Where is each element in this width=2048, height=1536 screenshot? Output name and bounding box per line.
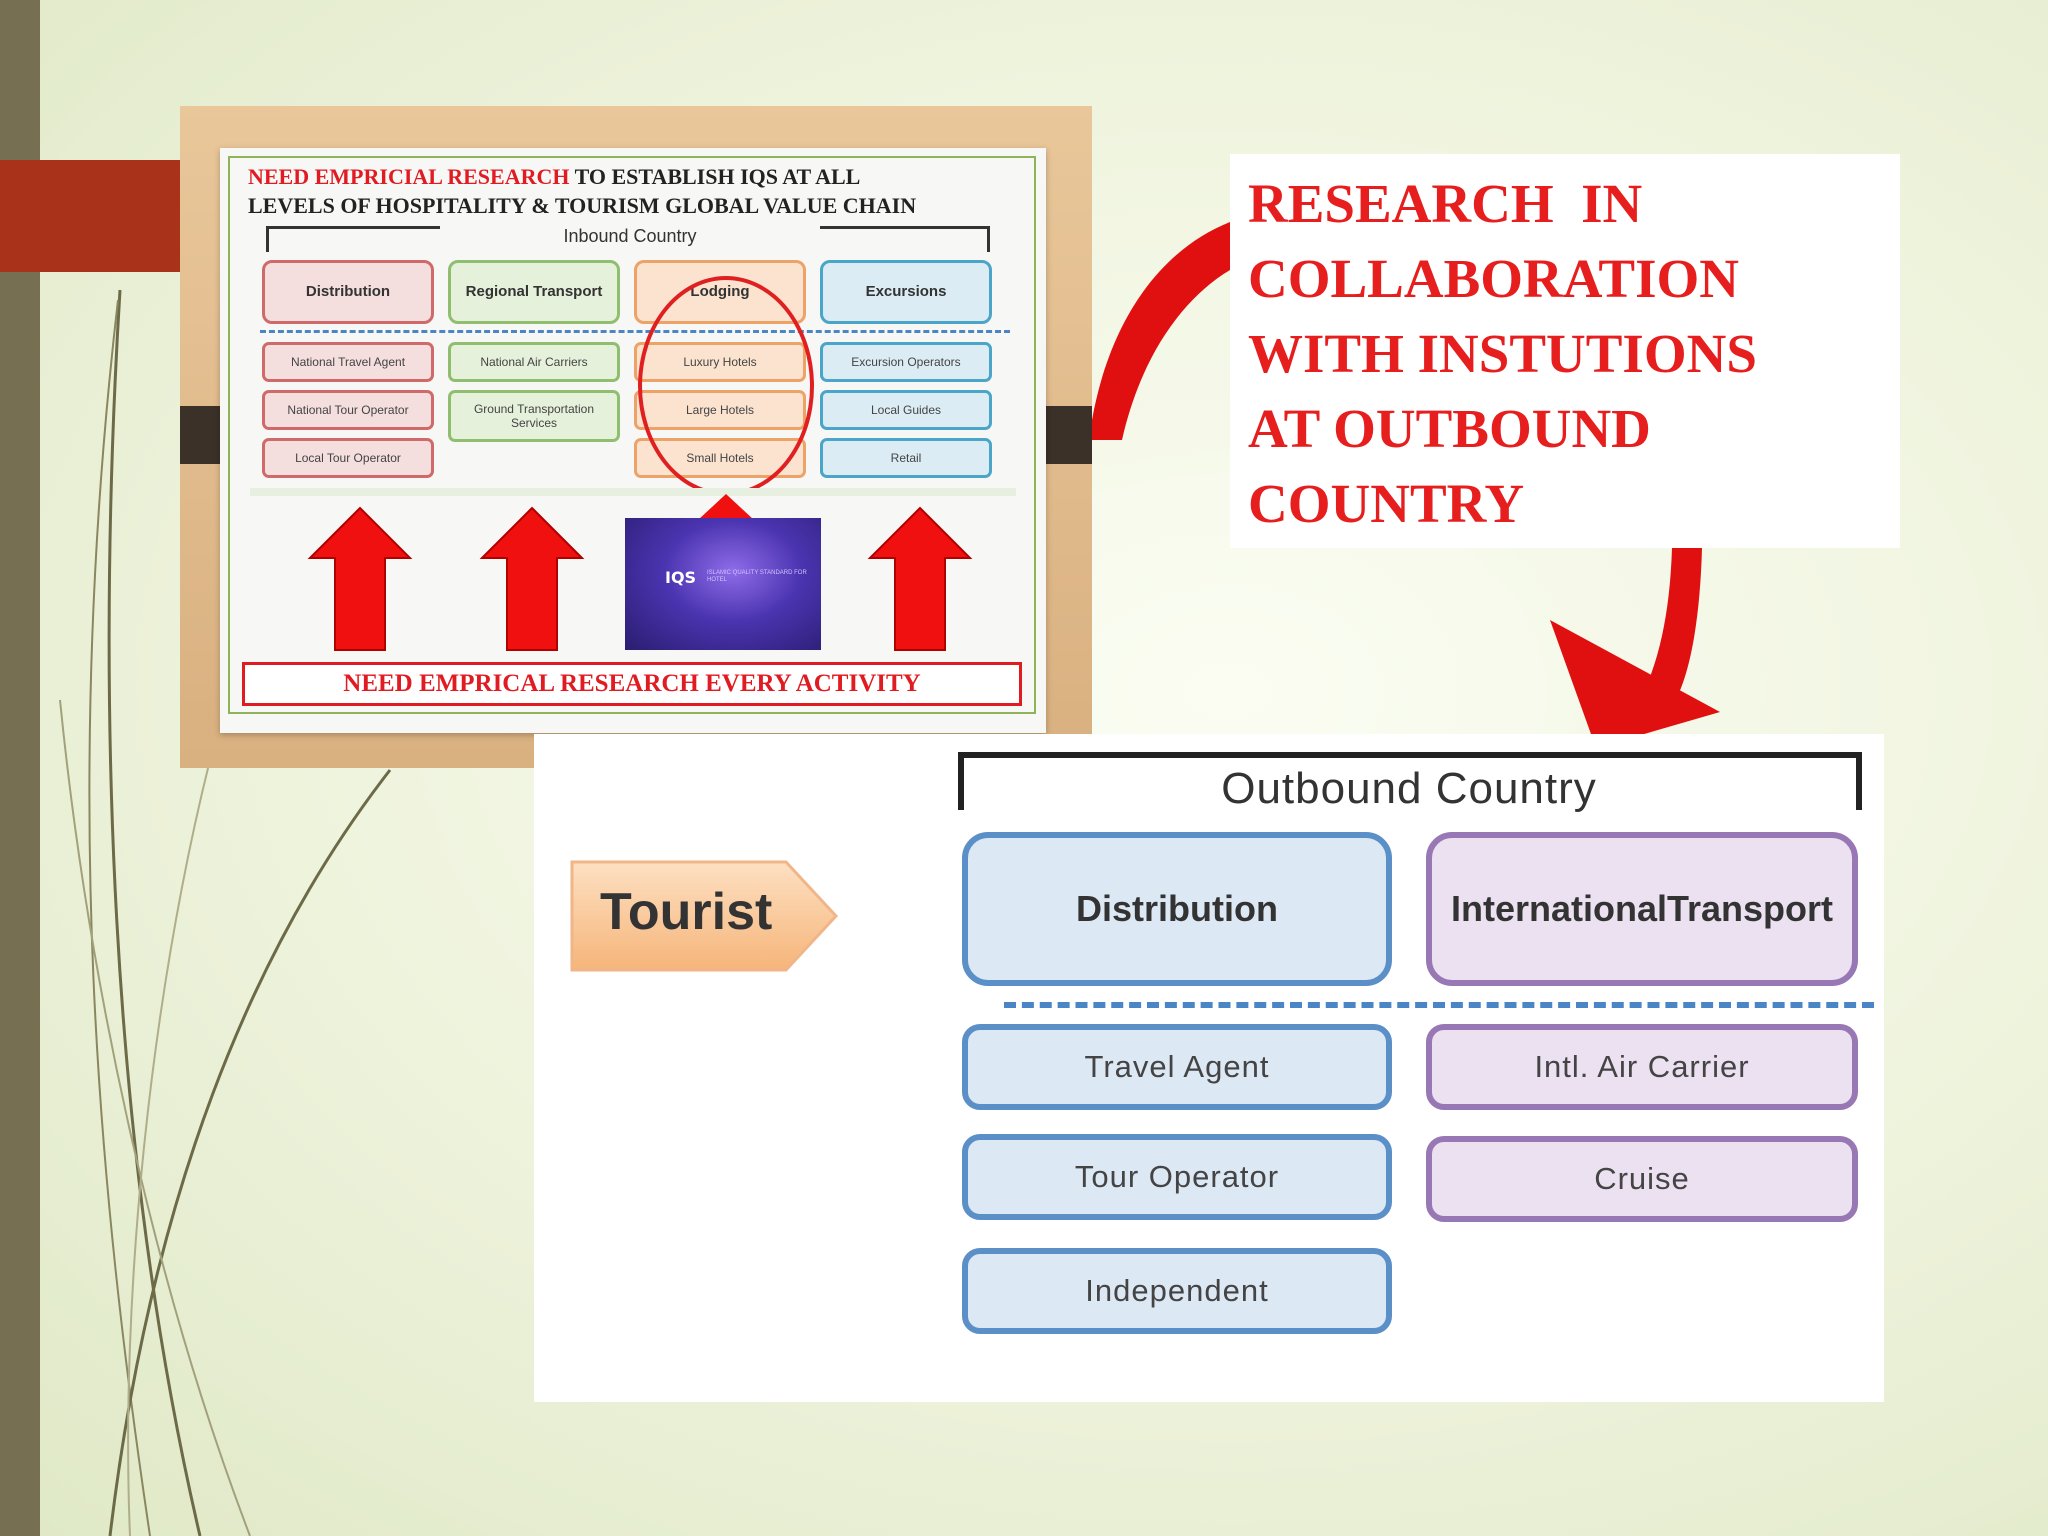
outbound-label: Outbound Country (1221, 764, 1597, 813)
outbound-cat-international-transport: International Transport (1426, 832, 1858, 986)
lower-curved-arrow-shaft (1640, 548, 1702, 710)
paper-frame (228, 156, 1036, 714)
outbound-sub-cruise: Cruise (1426, 1136, 1858, 1222)
inbound-label: Inbound Country (440, 226, 820, 247)
up-arrow-lodging (698, 494, 754, 520)
outbound-country-diagram: Outbound Country Tourist Distribution In… (534, 734, 1884, 1402)
inset-paper: NEED EMPRICIAL RESEARCH TO ESTABLISH IQS… (220, 148, 1046, 733)
inset-sub: Excursion Operators (820, 342, 992, 382)
iqs-logo-tagline: ISLAMIC QUALITY STANDARD FOR HOTEL (707, 570, 807, 583)
outbound-sub-intl-air-carrier: Intl. Air Carrier (1426, 1024, 1858, 1110)
outbound-cat-distribution: Distribution (962, 832, 1392, 986)
outbound-sub-independent: Independent (962, 1248, 1392, 1334)
inset-sub: Ground Transportation Services (448, 390, 620, 442)
inset-title-red: NEED EMPRICIAL RESEARCH (248, 164, 570, 189)
inset-band (250, 488, 1016, 496)
up-arrow-1 (307, 506, 413, 651)
outbound-bracket (958, 752, 1862, 810)
inset-dashed-divider (260, 330, 1010, 333)
outbound-sub-travel-agent: Travel Agent (962, 1024, 1392, 1110)
inset-cat-excursions: Excursions (820, 260, 992, 324)
callout-line: COUNTRY (1248, 473, 1525, 534)
value-chain-inset-image: NEED EMPRICIAL RESEARCH TO ESTABLISH IQS… (180, 106, 1092, 768)
up-arrow-2 (479, 506, 585, 651)
outbound-dashed-divider (1004, 1002, 1874, 1008)
inset-bottom-banner: NEED EMPRICAL RESEARCH EVERY ACTIVITY (242, 662, 1022, 706)
inset-up-arrows (307, 494, 973, 651)
inset-cat-distribution: Distribution (262, 260, 434, 324)
inset-title-rest: TO ESTABLISH IQS AT ALL (569, 164, 861, 189)
inset-cat-regional-transport: Regional Transport (448, 260, 620, 324)
inset-title: NEED EMPRICIAL RESEARCH TO ESTABLISH IQS… (248, 162, 1038, 220)
callout-line: AT OUTBOUND (1248, 398, 1651, 459)
outbound-sub-tour-operator: Tour Operator (962, 1134, 1392, 1220)
inset-sub: Retail (820, 438, 992, 478)
tourist-label: Tourist (600, 883, 773, 941)
callout-line: RESEARCH IN (1248, 173, 1643, 234)
inset-sub: Local Tour Operator (262, 438, 434, 478)
callout-line: COLLABORATION (1248, 248, 1739, 309)
iqs-logo-image: IQS ISLAMIC QUALITY STANDARD FOR HOTEL (625, 518, 821, 650)
red-accent-tab (0, 160, 180, 272)
transport-label-line1: International (1450, 888, 1667, 929)
upper-curved-arrow (1092, 222, 1230, 440)
inset-sub: National Air Carriers (448, 342, 620, 382)
decorative-curves (59, 289, 392, 1536)
tourist-arrow-shape (570, 860, 839, 972)
up-arrow-3 (867, 506, 973, 651)
inset-sub: National Travel Agent (262, 342, 434, 382)
transport-label-line2: Transport (1667, 888, 1834, 929)
research-callout-box: RESEARCH IN COLLABORATION WITH INSTUTION… (1230, 154, 1900, 548)
inset-sub: Local Guides (820, 390, 992, 430)
iqs-logo-text: IQS (665, 568, 697, 587)
callout-line: WITH INSTUTIONS (1248, 323, 1757, 384)
inset-title-line2: LEVELS OF HOSPITALITY & TOURISM GLOBAL V… (248, 193, 917, 218)
lower-arrow-head (1550, 620, 1720, 748)
inset-sub: National Tour Operator (262, 390, 434, 430)
